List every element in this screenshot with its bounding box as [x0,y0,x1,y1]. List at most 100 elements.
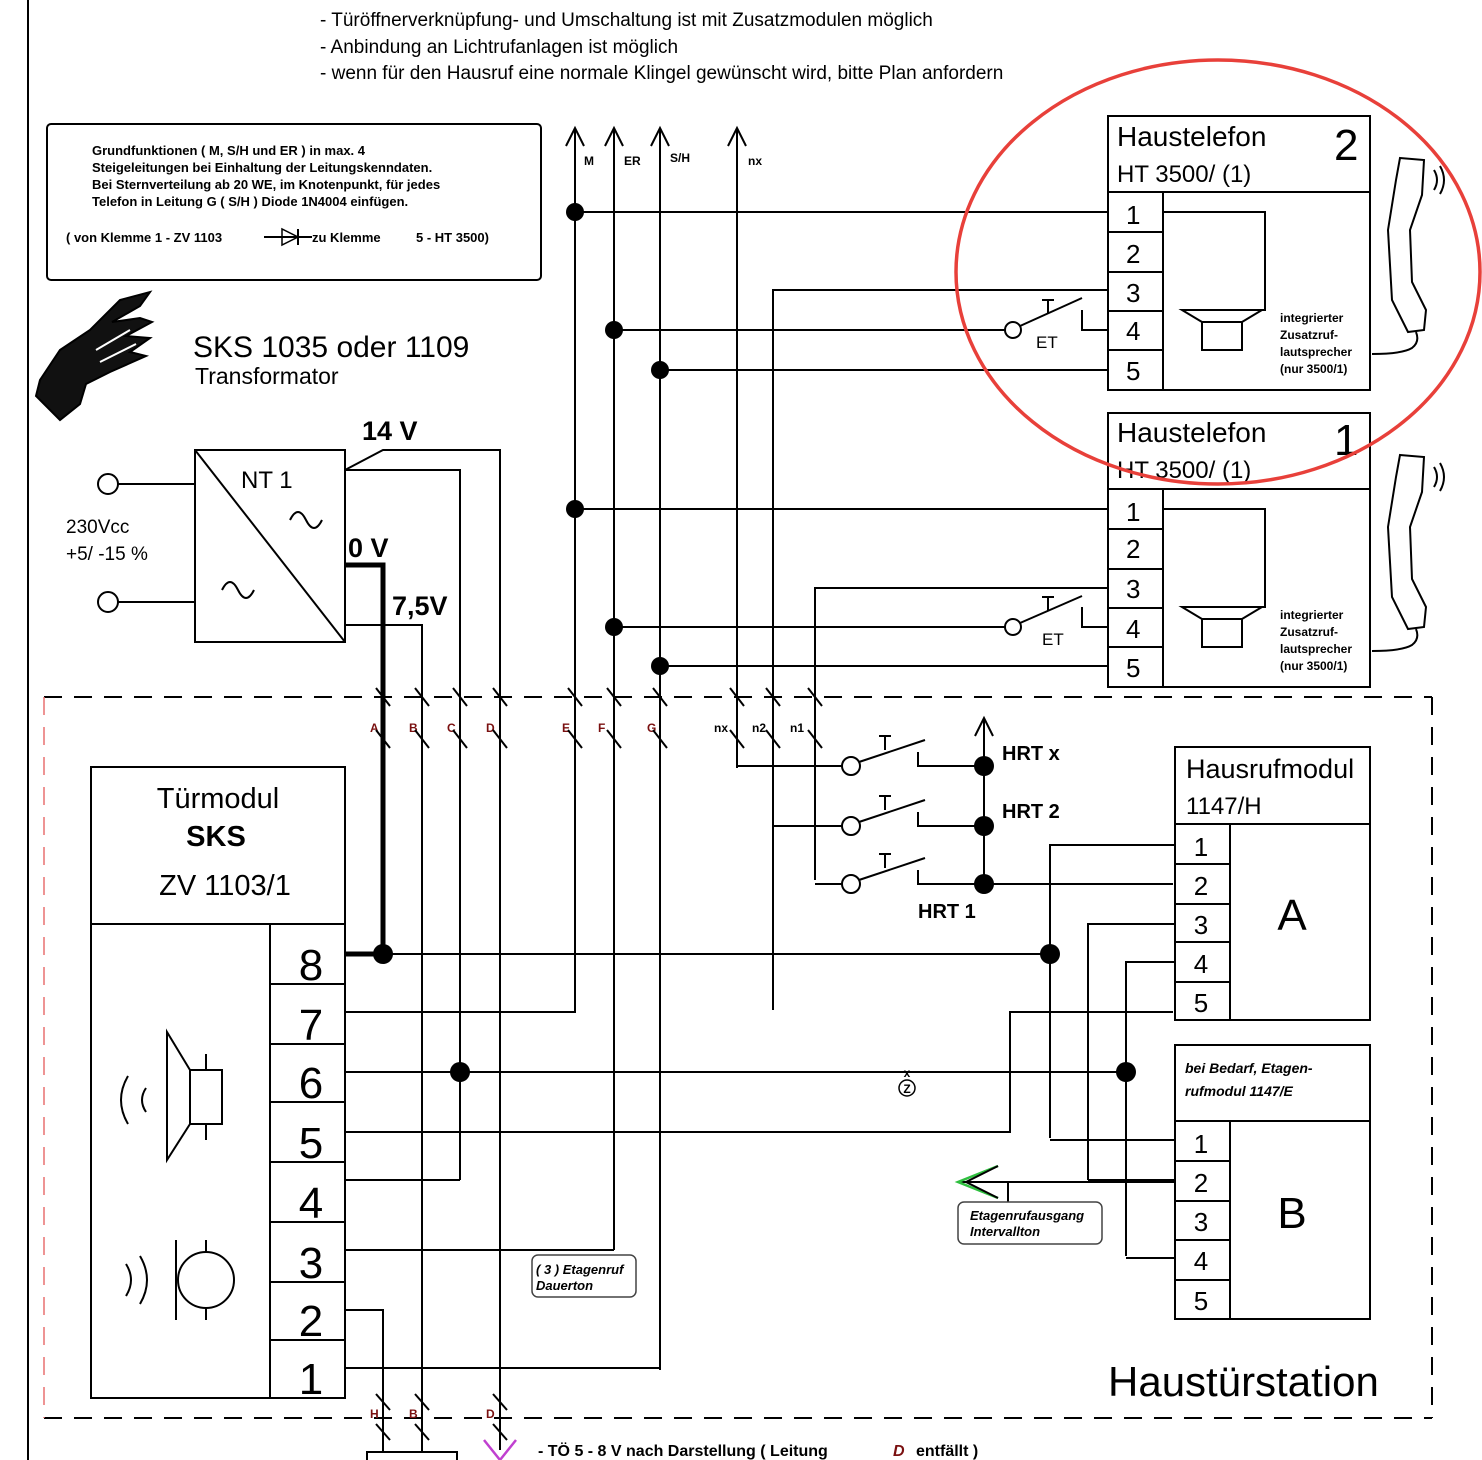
voltage-7-5v: 7,5V [392,591,448,621]
tuermodul: Türmodul SKS ZV 1103/1 8 7 6 5 4 3 2 1 [90,766,346,1404]
speaker-note: integrierter [1280,311,1344,325]
ac-wave-icon [289,511,323,529]
transformer-box [194,449,346,643]
haustelefon-2: Haustelefon HT 3500/ (1) 2 1 2 3 4 5 int… [1107,115,1371,391]
bus-label: nx [748,154,762,168]
speaker-note: integrierter [1280,608,1344,622]
speaker-icon [1178,606,1266,648]
bus-lines: M ER S/H nx [565,125,762,1370]
hausrufmodul-title: Hausrufmodul [1186,754,1354,784]
speaker-note: lautsprecher [1280,345,1352,359]
telefon-model: HT 3500/ (1) [1117,457,1251,484]
bus-letter: n2 [752,721,766,735]
bottom-note-text: - TÖ 5 - 8 V nach Darstellung ( Leitung [538,1441,828,1460]
terminal-number: 5 [1194,1286,1208,1316]
bus-letter: n1 [790,721,804,735]
mains-terminal-icon [97,473,119,495]
info-box: Grundfunktionen ( M, S/H und ER ) in max… [46,123,542,281]
terminal-number: 3 [1126,574,1140,604]
diode-to: zu Klemme [312,230,381,245]
etagenruf-out-label: Intervallton [970,1224,1040,1239]
speaker-note: Zusatzruf- [1280,328,1338,342]
tuermodul-model: ZV 1103/1 [159,870,291,902]
info-line: Grundfunktionen ( M, S/H und ER ) in max… [92,143,366,158]
handset-icon [1371,453,1445,652]
door-speaker-icon [120,1028,223,1164]
speaker-note: (nur 3500/1) [1280,659,1347,673]
terminal-number: 4 [1126,614,1140,644]
microphone-icon [125,1240,235,1320]
terminal-number: 1 [299,1355,323,1404]
terminal-number: 3 [1194,910,1208,940]
terminal-number: 5 [299,1119,323,1168]
transformer-title: SKS 1035 oder 1109 [193,331,469,364]
diode-end: 5 - HT 3500) [416,230,489,245]
terminal-number: 8 [299,941,323,990]
ac-wave-icon [221,581,255,599]
tuermodul-brand: SKS [186,821,246,853]
notes: - Türöffnerverknüpfung- und Umschaltung … [320,10,1003,84]
module-letter: B [1277,1189,1306,1238]
terminal-number: 1 [1126,200,1140,230]
voltage-0v: 0 V [348,533,389,563]
door-opener-arrow-icon [483,1439,517,1460]
terminal-number: 2 [1126,534,1140,564]
terminal-number: 4 [1194,949,1208,979]
hausrufmodul-wiring [1040,844,1175,1256]
transformer-subtitle: Transformator [195,363,339,389]
terminal-number: 5 [1126,653,1140,683]
hrt-label: HRT 1 [918,901,976,923]
terminal-number: 1 [1194,832,1208,862]
note-line: - Anbindung an Lichtrufanlagen ist mögli… [320,37,678,58]
bus-label: M [584,154,594,168]
telefon-number: 2 [1334,121,1358,170]
dauerton-label: Dauerton [536,1278,593,1293]
bus-letter: A [370,721,379,735]
telefon2-wiring [566,203,1108,1010]
tuermodul-wiring: Z x [345,944,1173,1460]
handset-icon [1371,156,1445,355]
terminal-number: 6 [299,1059,323,1108]
etagenmodul-wiring: Etagenrufausgang Intervallton [954,1139,1175,1259]
bus-letter: F [598,721,605,735]
voltage-14v: 14 V [362,416,418,446]
haustelefon-1: Haustelefon HT 3500/ (1) 1 1 2 3 4 5 int… [1107,412,1371,688]
hrt-label: HRT x [1002,743,1060,765]
transformer-label: NT 1 [241,467,293,494]
speaker-note: Zusatzruf- [1280,625,1338,639]
highlight-circle [954,58,1482,486]
hrt-label: HRT 2 [1002,801,1060,823]
bus-letter: D [486,721,495,735]
terminal-number: 4 [1126,316,1140,346]
mains-terminal-icon [97,591,119,613]
bus-letter: E [562,721,570,735]
etagenrufmodul: bei Bedarf, Etagen- rufmodul 1147/E 1 2 … [1174,1044,1371,1320]
bus-letter: G [647,721,656,735]
hausrufmodul: Hausrufmodul 1147/H 1 2 3 4 5 A [1174,746,1371,1021]
telefon-title: Haustelefon [1117,417,1266,448]
hausrufmodul-model: 1147/H [1186,793,1262,820]
et-switch-1: ET [1004,595,1108,649]
speaker-note: (nur 3500/1) [1280,362,1347,376]
terminal-number: 3 [1194,1207,1208,1237]
mains-tolerance: +5/ -15 % [66,544,148,565]
telefon-title: Haustelefon [1117,121,1266,152]
terminal-number: 3 [299,1239,323,1288]
et-label: ET [1042,630,1064,649]
bus-letter: C [447,721,456,735]
terminal-number: 7 [299,1001,323,1050]
etagenmodul-title: rufmodul 1147/E [1185,1083,1294,1099]
bottom-letter: H [370,1407,379,1421]
terminal-number: 2 [1126,239,1140,269]
speaker-note: lautsprecher [1280,642,1352,656]
terminal-number: 4 [1194,1246,1208,1276]
info-line: Steigeleitungen bei Einhaltung der Leitu… [92,160,432,175]
bottom-letter: D [486,1407,495,1421]
module-letter: A [1277,891,1307,940]
etagenruf-out-label: Etagenrufausgang [970,1208,1084,1223]
etagenruf-arrow-icon [954,1164,999,1200]
terminal-number: 5 [1194,988,1208,1018]
info-box-frame [46,123,542,281]
bus-label: S/H [670,151,690,165]
